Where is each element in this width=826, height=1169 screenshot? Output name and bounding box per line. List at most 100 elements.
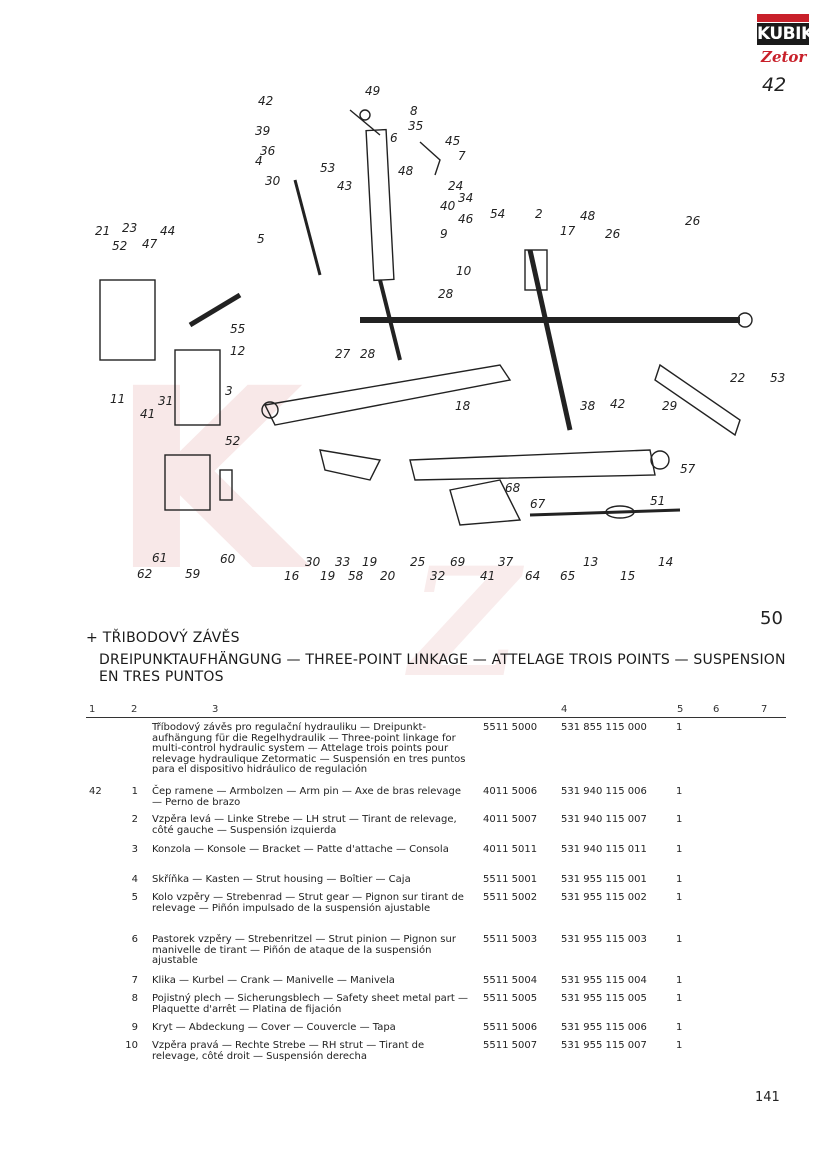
col-header-5: 5 — [677, 704, 684, 715]
part-strut-housing — [365, 128, 395, 282]
svg-text:20: 20 — [380, 569, 396, 583]
svg-text:32: 32 — [430, 569, 445, 583]
svg-text:10: 10 — [456, 264, 472, 278]
row-code: 4011 5007 — [483, 814, 538, 825]
svg-text:8: 8 — [410, 104, 418, 118]
row-desc: Tříbodový závěs pro regulační hydrauliku… — [152, 722, 466, 776]
svg-text:45: 45 — [445, 134, 460, 148]
svg-text:30: 30 — [265, 174, 281, 188]
part-plate-59 — [164, 454, 211, 511]
row-desc: Klika — Kurbel — Crank — Manivelle — Man… — [152, 975, 395, 986]
row-desc: Kolo vzpěry — Strebenrad — Strut gear — … — [152, 892, 464, 914]
svg-text:5: 5 — [257, 232, 265, 246]
row-num: 4 — [131, 874, 138, 885]
svg-text:19: 19 — [320, 569, 335, 583]
parts-table: Tříbodový závěs pro regulační hydrauliku… — [0, 722, 826, 1065]
svg-text:29: 29 — [662, 399, 677, 413]
part-plate-69 — [449, 479, 522, 526]
part-washer — [359, 109, 371, 121]
svg-text:60: 60 — [220, 552, 236, 566]
row-code: 5511 5006 — [483, 1022, 538, 1033]
logo-sub: Zetor — [761, 48, 807, 66]
svg-text:9: 9 — [440, 227, 448, 241]
row-num: 2 — [131, 814, 138, 825]
svg-text:44: 44 — [160, 224, 175, 238]
table-row: 7 Klika — Kurbel — Crank — Manivelle — M… — [0, 975, 826, 994]
svg-text:6: 6 — [390, 131, 398, 145]
svg-text:26: 26 — [685, 214, 701, 228]
svg-text:53: 53 — [770, 371, 785, 385]
row-cat: 531 955 115 003 — [561, 934, 647, 945]
svg-text:61: 61 — [152, 551, 167, 565]
part-crank — [419, 141, 441, 176]
row-cat: 531 940 115 011 — [561, 844, 647, 855]
svg-text:13: 13 — [583, 555, 598, 569]
row-qty: 1 — [676, 722, 683, 733]
table-row: 10 Vzpěra pravá — Rechte Strebe — RH str… — [0, 1040, 826, 1065]
table-row: 42 1 Čep ramene — Armbolzen — Arm pin — … — [0, 786, 826, 815]
svg-text:11: 11 — [110, 392, 125, 406]
row-desc: Kryt — Abdeckung — Cover — Couvercle — T… — [152, 1022, 396, 1033]
row-cat: 531 955 115 006 — [561, 1022, 647, 1033]
row-desc: Skříňka — Kasten — Strut housing — Boîti… — [152, 874, 411, 885]
row-code: 4011 5006 — [483, 786, 538, 797]
part-bracket — [99, 279, 156, 361]
svg-text:2: 2 — [535, 207, 543, 221]
row-qty: 1 — [676, 993, 683, 1004]
row-code: 4011 5011 — [483, 844, 538, 855]
svg-text:42: 42 — [610, 397, 625, 411]
row-code: 5511 5007 — [483, 1040, 538, 1051]
svg-text:24: 24 — [448, 179, 463, 193]
svg-text:4: 4 — [255, 154, 263, 168]
row-desc: Pojistný plech — Sicherungsblech — Safet… — [152, 993, 469, 1015]
figure-number: 50 — [760, 608, 783, 629]
part-pin-60 — [219, 469, 233, 501]
row-num: 10 — [125, 1040, 138, 1051]
row-cat: 531 855 115 000 — [561, 722, 647, 733]
svg-text:53: 53 — [320, 161, 335, 175]
svg-text:23: 23 — [122, 221, 137, 235]
header-rule — [86, 717, 786, 718]
row-qty: 1 — [676, 844, 683, 855]
svg-text:42: 42 — [258, 94, 273, 108]
svg-text:21: 21 — [95, 224, 110, 238]
svg-text:28: 28 — [438, 287, 454, 301]
row-cat: 531 955 115 001 — [561, 874, 647, 885]
svg-text:35: 35 — [408, 119, 423, 133]
col-header-3: 3 — [212, 704, 219, 715]
svg-text:14: 14 — [658, 555, 673, 569]
svg-text:39: 39 — [255, 124, 270, 138]
part-pin-55 — [188, 292, 242, 328]
row-cat: 531 940 115 006 — [561, 786, 647, 797]
row-desc: Čep ramene — Armbolzen — Arm pin — Axe d… — [152, 786, 461, 808]
logo-bar — [757, 14, 809, 22]
svg-text:64: 64 — [525, 569, 540, 583]
svg-text:40: 40 — [440, 199, 456, 213]
row-num: 8 — [131, 993, 138, 1004]
svg-text:25: 25 — [410, 555, 425, 569]
svg-text:48: 48 — [580, 209, 596, 223]
part-long-rod — [293, 179, 322, 276]
row-cat: 531 940 115 007 — [561, 814, 647, 825]
svg-text:3: 3 — [225, 384, 233, 398]
svg-text:37: 37 — [498, 555, 514, 569]
table-row: 4 Skříňka — Kasten — Strut housing — Boî… — [0, 874, 826, 893]
svg-text:34: 34 — [458, 191, 473, 205]
table-row: 5 Kolo vzpěry — Strebenrad — Strut gear … — [0, 892, 826, 935]
col-header-6: 6 — [713, 704, 720, 715]
row-code: 5511 5001 — [483, 874, 538, 885]
row-fig: 42 — [89, 786, 102, 797]
row-qty: 1 — [676, 934, 683, 945]
svg-text:52: 52 — [112, 239, 127, 253]
part-chain — [529, 508, 681, 517]
row-code: 5511 5000 — [483, 722, 538, 733]
table-row: 3 Konzola — Konsole — Bracket — Patte d'… — [0, 844, 826, 875]
page-number: 141 — [755, 1090, 780, 1105]
svg-text:7: 7 — [458, 149, 466, 163]
row-cat: 531 955 115 005 — [561, 993, 647, 1004]
row-code: 5511 5004 — [483, 975, 538, 986]
part-strut-top — [524, 249, 548, 291]
col-header-1: 1 — [89, 704, 96, 715]
row-num: 6 — [131, 934, 138, 945]
svg-text:28: 28 — [360, 347, 376, 361]
